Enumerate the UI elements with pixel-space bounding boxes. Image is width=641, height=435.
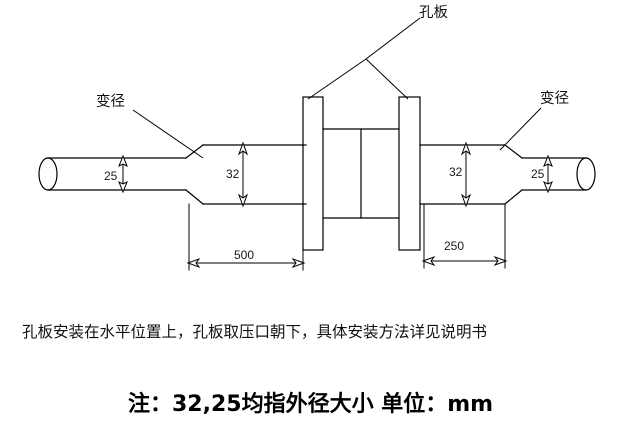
left-small-pipe bbox=[38, 157, 187, 191]
left-reducer-top-taper bbox=[185, 144, 204, 159]
dim-text-right-25: 25 bbox=[531, 167, 545, 181]
arrow-up-right-25 bbox=[543, 154, 553, 168]
right-reducer-bottom-taper bbox=[504, 189, 523, 205]
arrow-right-500 bbox=[291, 257, 306, 269]
arrow-left-250 bbox=[421, 255, 436, 267]
dimension-upstream-length-500: 500 bbox=[186, 203, 306, 271]
unit-note: 注：32,25均指外径大小 单位：mm bbox=[128, 391, 493, 417]
dim-text-250: 250 bbox=[444, 239, 464, 253]
arrow-down-left-25 bbox=[118, 180, 128, 194]
dim-text-left-32: 32 bbox=[226, 167, 240, 181]
right-small-pipe bbox=[521, 157, 596, 191]
dim-text-500: 500 bbox=[234, 248, 254, 262]
leader-to-left-flange bbox=[307, 58, 367, 100]
left-pipe-end-ellipse bbox=[38, 157, 58, 191]
arrow-up-left-32 bbox=[237, 141, 249, 156]
dimension-left-diameter-32: 32 bbox=[226, 141, 249, 208]
dim-text-left-25: 25 bbox=[104, 169, 118, 183]
right-reducer-label: 变径 bbox=[540, 90, 569, 107]
leader-right-reducer bbox=[499, 107, 542, 151]
leader-left-reducer bbox=[132, 109, 204, 159]
arrow-down-left-32 bbox=[237, 193, 249, 208]
dimension-right-diameter-25: 25 bbox=[531, 154, 553, 194]
left-reducer-label: 变径 bbox=[96, 93, 125, 110]
left-flange-plate bbox=[302, 96, 324, 251]
leader-to-right-flange bbox=[365, 58, 409, 100]
right-pipe-end-ellipse bbox=[576, 157, 596, 191]
orifice-plate-leader-lines bbox=[307, 17, 421, 100]
left-reducer bbox=[185, 144, 204, 205]
dimension-left-diameter-25: 25 bbox=[104, 154, 128, 194]
leader-to-orifice-label bbox=[365, 17, 421, 60]
dimension-right-diameter-32: 32 bbox=[449, 141, 472, 208]
left-large-pipe bbox=[202, 144, 307, 205]
arrow-left-500 bbox=[186, 257, 201, 269]
dim-text-right-32: 32 bbox=[449, 165, 463, 179]
right-large-pipe bbox=[419, 144, 506, 205]
right-reducer bbox=[504, 144, 523, 205]
orifice-plate-assembly bbox=[302, 96, 421, 251]
arrow-right-250 bbox=[493, 255, 508, 267]
left-reducer-bottom-taper bbox=[185, 189, 204, 205]
arrow-down-right-32 bbox=[460, 193, 472, 208]
dimension-downstream-length-250: 250 bbox=[421, 203, 508, 269]
installation-note: 孔板安装在水平位置上，孔板取压口朝下，具体安装方法详见说明书 bbox=[22, 323, 487, 341]
right-reducer-top-taper bbox=[504, 144, 523, 159]
right-flange-plate bbox=[398, 96, 421, 251]
arrow-down-right-25 bbox=[543, 180, 553, 194]
arrow-up-left-25 bbox=[118, 154, 128, 168]
arrow-up-right-32 bbox=[460, 141, 472, 156]
orifice-plate-label: 孔板 bbox=[419, 3, 448, 21]
